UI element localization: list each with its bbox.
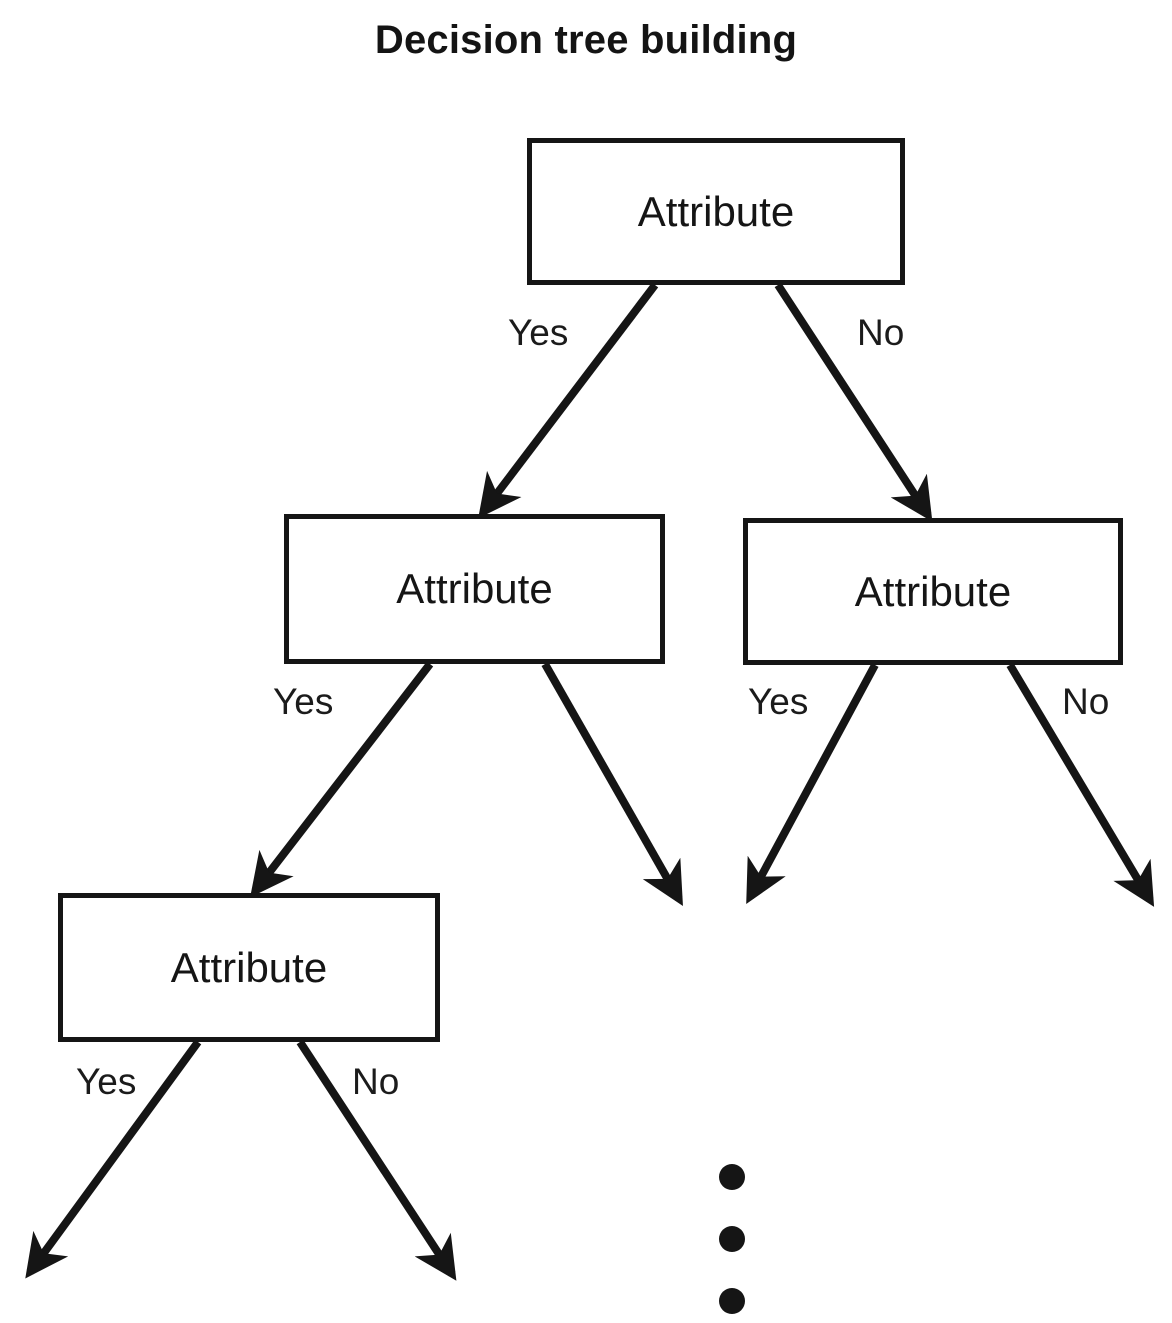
tree-node-label: Attribute [396, 565, 553, 612]
ellipsis-dot [719, 1164, 745, 1190]
tree-node-label: Attribute [170, 943, 328, 991]
tree-node-n1[interactable]: Attribute [284, 514, 665, 664]
tree-edge-e-n1-no [541, 662, 683, 906]
tree-edge-e-root-no [774, 282, 933, 522]
ellipsis-dot [719, 1226, 745, 1252]
tree-node-root[interactable]: Attribute [527, 138, 905, 285]
tree-node-label: Attribute [854, 567, 1012, 615]
page-title: Decision tree building [374, 18, 798, 62]
vertical-ellipsis-icon [719, 1158, 749, 1314]
edge-label-e-n1-yes: Yes [273, 681, 334, 722]
tree-node-n2[interactable]: Attribute [743, 518, 1123, 665]
tree-node-n3[interactable]: Attribute [58, 893, 440, 1042]
edge-label-e-n3-yes: Yes [76, 1061, 137, 1102]
edge-label-e-n2-no: No [1062, 681, 1110, 722]
edge-label-e-root-no: No [857, 312, 905, 353]
tree-node-label: Attribute [637, 187, 795, 235]
edge-label-e-n3-no: No [352, 1061, 400, 1102]
edge-label-e-root-yes: Yes [508, 312, 569, 353]
ellipsis-dot [719, 1288, 745, 1314]
edge-label-e-n2-yes: Yes [748, 681, 809, 722]
